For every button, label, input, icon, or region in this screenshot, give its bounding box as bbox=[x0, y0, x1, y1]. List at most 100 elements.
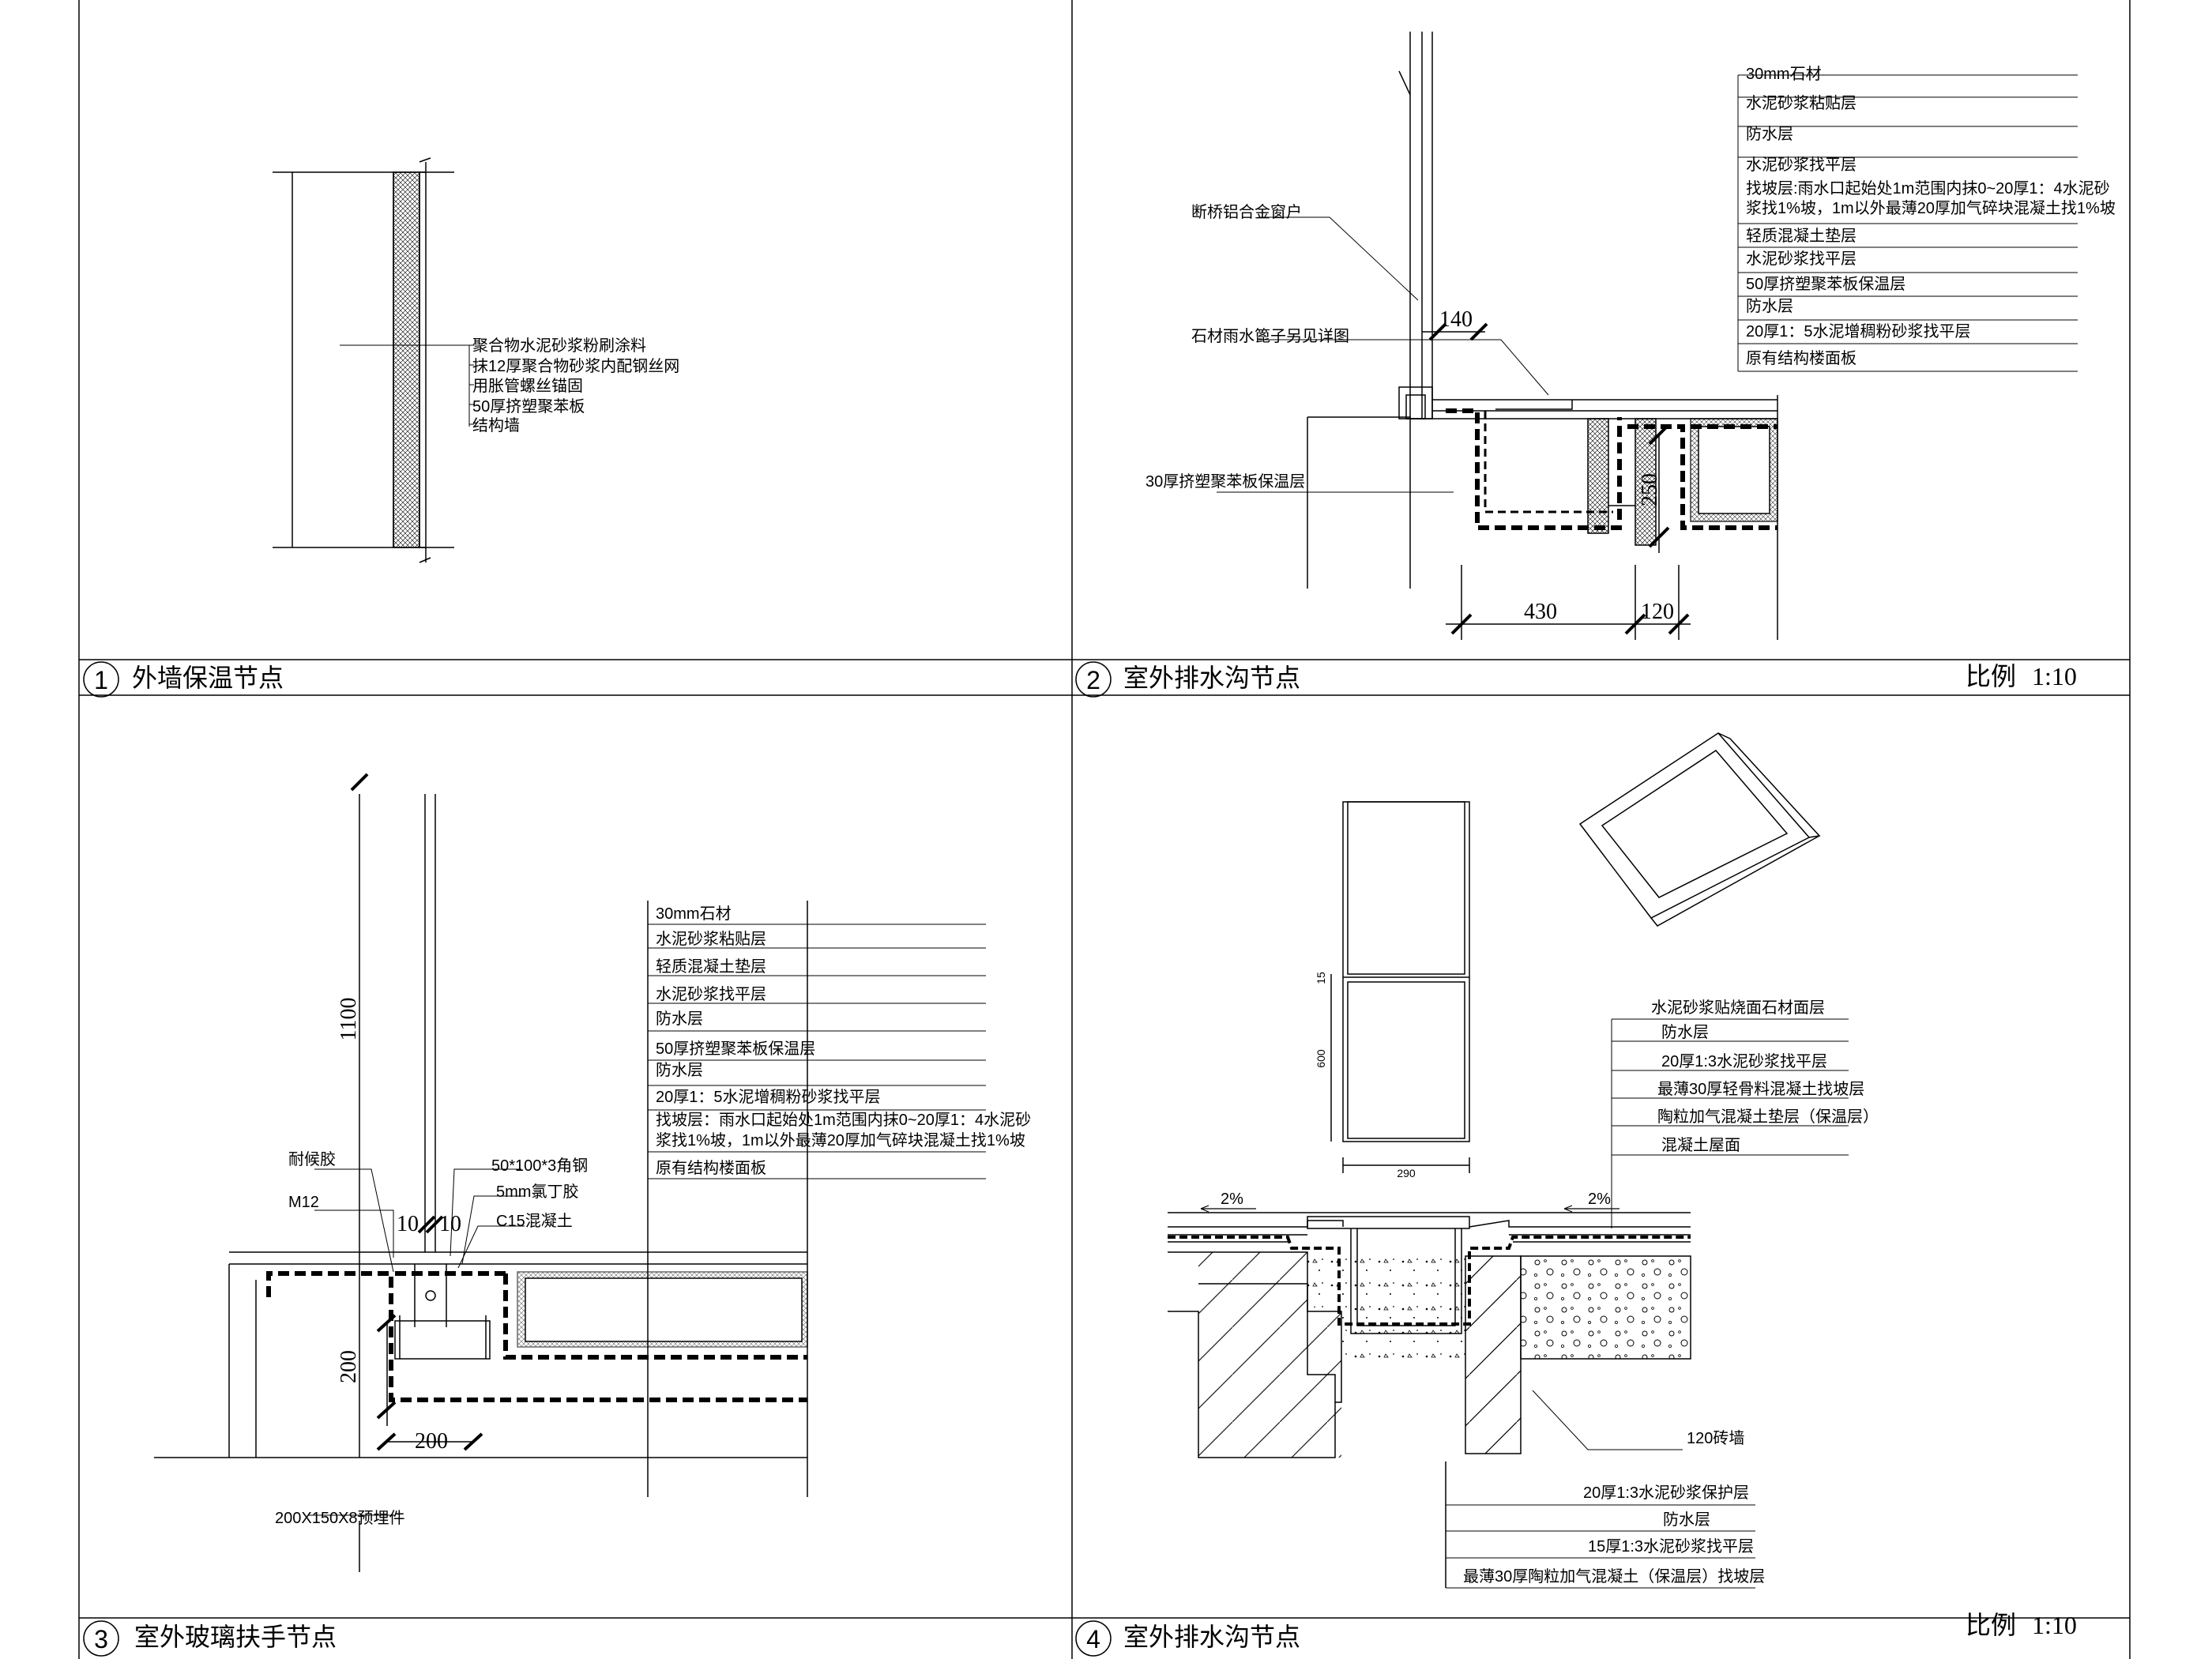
layer-label: 轻质混凝土垫层 bbox=[656, 957, 766, 976]
layer-label: 50厚挤塑聚苯板保温层 bbox=[656, 1040, 815, 1058]
panel-title: 室外排水沟节点 bbox=[1123, 664, 1300, 692]
layer-label: 20厚1：5水泥增稠粉砂浆找平层 bbox=[656, 1088, 881, 1106]
detail-3-labels: 耐候胶 M12 50*100*3角钢 5mm氯丁胶 C15混凝土 200X150… bbox=[275, 905, 1031, 1527]
layer-label: 水泥砂浆粘贴层 bbox=[656, 930, 766, 948]
panel-number: 1 bbox=[94, 666, 108, 694]
detail-4-grate-isometric bbox=[1578, 732, 1821, 927]
layer-label: 结构墙 bbox=[472, 416, 520, 434]
layer-label: 水泥砂浆找平层 bbox=[656, 985, 766, 1003]
panel-title: 室外排水沟节点 bbox=[1123, 1623, 1300, 1651]
grate-label: 石材雨水篦子另见详图 bbox=[1191, 327, 1349, 345]
dimension: 10 bbox=[397, 1212, 419, 1236]
sheet-frame bbox=[78, 0, 2131, 1659]
window-label: 断桥铝合金窗户 bbox=[1191, 203, 1302, 221]
layer-label: 水泥砂浆找平层 bbox=[1746, 250, 1856, 268]
layer-label: 浆找1%坡，1m以外最薄20厚加气碎块混凝土找1%坡 bbox=[1746, 199, 2116, 217]
scale-label: 比例 bbox=[1966, 662, 2016, 690]
embed-label: 200X150X8预埋件 bbox=[275, 1509, 405, 1527]
detail-2-drawing bbox=[1307, 32, 1778, 640]
layer-label: 防水层 bbox=[1663, 1510, 1710, 1529]
layer-label: 最薄30厚陶粒加气混凝土（保温层）找坡层 bbox=[1463, 1567, 1765, 1586]
dimension: 200 bbox=[415, 1429, 448, 1454]
layer-label: 水泥砂浆粘贴层 bbox=[1746, 94, 1856, 112]
panel-2-scale: 比例 1:10 bbox=[1966, 662, 2077, 690]
layer-label: 浆找1%坡，1m以外最薄20厚加气碎块混凝土找1%坡 bbox=[656, 1131, 1025, 1149]
detail-1-drawing bbox=[273, 157, 454, 563]
layer-label: 50厚挤塑聚苯板 bbox=[472, 397, 585, 416]
panel-number: 2 bbox=[1086, 666, 1100, 694]
dimension: 10 bbox=[439, 1212, 461, 1236]
dimension: 1100 bbox=[337, 998, 361, 1041]
detail-2-dim-ticks bbox=[1428, 322, 1690, 635]
insulation-label: 30厚挤塑聚苯板保温层 bbox=[1146, 472, 1305, 491]
panel-number: 3 bbox=[94, 1625, 108, 1653]
panel-title: 外墙保温节点 bbox=[132, 664, 284, 692]
detail-3-dims: 1100 10 10 200 200 bbox=[337, 998, 461, 1454]
bolt-label: M12 bbox=[288, 1194, 319, 1211]
detail-4-grate-plan bbox=[1330, 801, 1470, 1173]
layer-label: 轻质混凝土垫层 bbox=[1746, 227, 1856, 245]
layer-label: 水泥砂浆找平层 bbox=[1746, 156, 1856, 174]
detail-4-slope-arrows bbox=[1200, 1205, 1620, 1213]
dimension: 140 bbox=[1439, 307, 1473, 332]
layer-label: 防水层 bbox=[1746, 125, 1793, 143]
dimension: 120 bbox=[1641, 600, 1674, 624]
detail-2-leaders bbox=[1217, 74, 2078, 493]
dimension: 250 bbox=[1638, 473, 1662, 506]
layer-label: 防水层 bbox=[1746, 297, 1793, 315]
detail-4-plan-dims: 15 600 290 bbox=[1315, 972, 1416, 1179]
panel-4-title: 4 室外排水沟节点 bbox=[1075, 1620, 1300, 1657]
slope-left: 2% bbox=[1221, 1191, 1243, 1208]
layer-label: 原有结构楼面板 bbox=[1746, 349, 1856, 367]
detail-1-leaders bbox=[340, 344, 474, 427]
layer-label: 20厚1:3水泥砂浆找平层 bbox=[1661, 1052, 1827, 1070]
layer-label: 用胀管螺丝锚固 bbox=[472, 377, 583, 395]
layer-label: 抹12厚聚合物砂浆内配钢丝网 bbox=[472, 357, 679, 375]
dimension: 290 bbox=[1397, 1167, 1416, 1179]
slope-right: 2% bbox=[1588, 1191, 1611, 1208]
detail-1-labels: 聚合物水泥砂浆粉刷涂料 抹12厚聚合物砂浆内配钢丝网 用胀管螺丝锚固 50厚挤塑… bbox=[472, 337, 679, 434]
detail-2-dims: 140 250 430 120 bbox=[1439, 307, 1674, 624]
rubber-label: 5mm氯丁胶 bbox=[496, 1183, 578, 1201]
layer-label: 找坡层：雨水口起始处1m范围内抹0~20厚1：4水泥砂 bbox=[656, 1111, 1031, 1129]
layer-label: 聚合物水泥砂浆粉刷涂料 bbox=[472, 337, 646, 355]
dimension: 430 bbox=[1524, 600, 1557, 624]
layer-label: 防水层 bbox=[656, 1010, 703, 1028]
layer-label: 原有结构楼面板 bbox=[656, 1159, 766, 1177]
layer-label: 20厚1:3水泥砂浆保护层 bbox=[1583, 1484, 1749, 1502]
layer-label: 30mm石材 bbox=[1746, 65, 1822, 83]
detail-4-section bbox=[1168, 1212, 1691, 1588]
wall-label: 120砖墙 bbox=[1687, 1429, 1744, 1447]
dimension: 600 bbox=[1315, 1049, 1327, 1068]
layer-label: 找坡层:雨水口起始处1m范围内抹0~20厚1：4水泥砂 bbox=[1746, 179, 2110, 198]
panel-1-title: 1 外墙保温节点 bbox=[83, 661, 284, 698]
detail-4-dims: 2% 2% bbox=[1221, 1191, 1611, 1208]
layer-label: 混凝土屋面 bbox=[1661, 1136, 1740, 1154]
scale-value: 1:10 bbox=[2032, 662, 2077, 690]
panel-2-title: 2 室外排水沟节点 bbox=[1075, 661, 1300, 698]
scale-value: 1:10 bbox=[2032, 1611, 2077, 1639]
panel-number: 4 bbox=[1086, 1625, 1100, 1653]
detail-3-leaders bbox=[308, 924, 986, 1516]
layer-label: 防水层 bbox=[1661, 1023, 1709, 1041]
angle-label: 50*100*3角钢 bbox=[491, 1157, 588, 1175]
detail-3-dim-ticks bbox=[350, 773, 483, 1451]
concrete-label: C15混凝土 bbox=[496, 1212, 573, 1230]
layer-label: 50厚挤塑聚苯板保温层 bbox=[1746, 275, 1905, 293]
layer-label: 防水层 bbox=[656, 1061, 703, 1079]
scale-label: 比例 bbox=[1966, 1611, 2016, 1639]
layer-label: 最薄30厚轻骨料混凝土找坡层 bbox=[1657, 1080, 1864, 1098]
detail-2-labels: 断桥铝合金窗户 石材雨水篦子另见详图 30厚挤塑聚苯板保温层 30mm石材 水泥… bbox=[1146, 65, 2116, 491]
dimension: 200 bbox=[337, 1350, 361, 1383]
detail-4-leaders bbox=[1446, 1018, 1849, 1589]
detail-4-hatch-fill bbox=[1198, 1252, 1465, 1458]
detail-4-labels: 水泥砂浆贴烧面石材面层 防水层 20厚1:3水泥砂浆找平层 最薄30厚轻骨料混凝… bbox=[1463, 999, 1879, 1586]
layer-label: 30mm石材 bbox=[656, 905, 732, 923]
panel-3-title: 3 室外玻璃扶手节点 bbox=[83, 1620, 337, 1657]
panel-4-scale: 比例 1:10 bbox=[1966, 1611, 2077, 1639]
panel-title: 室外玻璃扶手节点 bbox=[134, 1623, 337, 1651]
layer-label: 20厚1：5水泥增稠粉砂浆找平层 bbox=[1746, 322, 1971, 340]
layer-label: 水泥砂浆贴烧面石材面层 bbox=[1651, 999, 1825, 1017]
layer-label: 15厚1:3水泥砂浆找平层 bbox=[1588, 1537, 1754, 1556]
